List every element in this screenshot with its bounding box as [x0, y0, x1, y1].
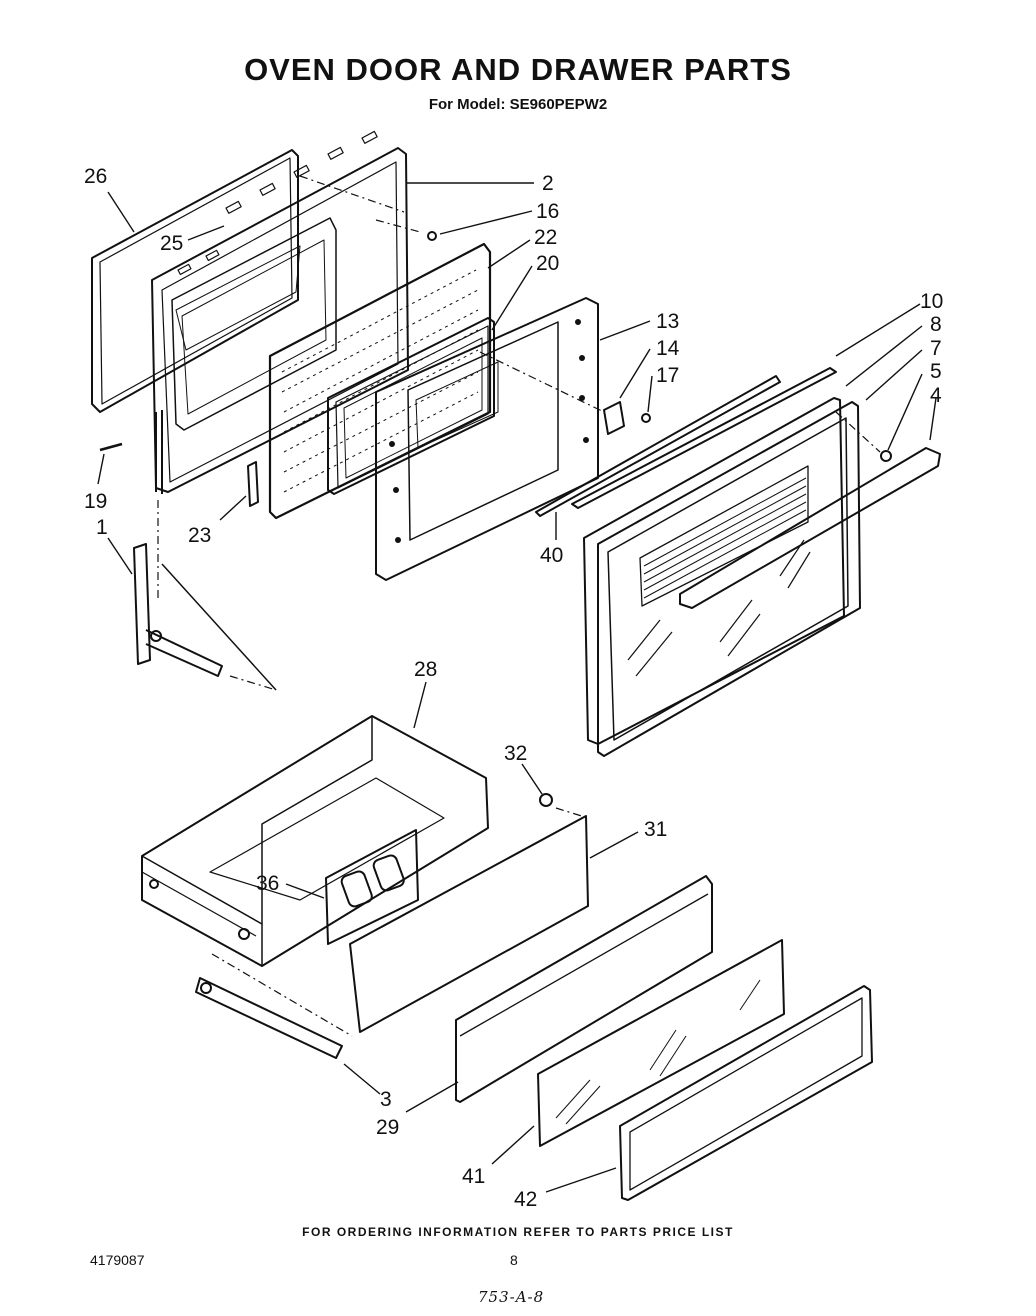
nut-32 — [539, 793, 553, 807]
handwritten-code: 753-A-8 — [478, 1288, 545, 1306]
callout-26: 26 — [84, 165, 107, 188]
insulation-22 — [268, 242, 492, 520]
page-title: OVEN DOOR AND DRAWER PARTS — [244, 52, 792, 87]
callout-32: 32 — [504, 742, 527, 765]
callout-8: 8 — [930, 313, 942, 336]
callout-41: 41 — [462, 1165, 485, 1188]
callout-10: 10 — [920, 290, 943, 313]
ordering-note: FOR ORDERING INFORMATION REFER TO PARTS … — [302, 1225, 734, 1239]
screw-19 — [99, 442, 123, 452]
drawer-bracket-36 — [325, 829, 419, 945]
document-number: 4179087 — [90, 1252, 145, 1268]
handle-clip-5 — [880, 450, 892, 462]
callout-4: 4 — [930, 384, 942, 407]
callout-40: 40 — [540, 544, 563, 567]
callout-19: 19 — [84, 490, 107, 513]
screw-16 — [427, 231, 437, 241]
drawer-slide-3 — [195, 977, 343, 1059]
trim-strip-10 — [571, 367, 837, 509]
callout-23: 23 — [188, 524, 211, 547]
callout-31: 31 — [644, 818, 667, 841]
model-subtitle: For Model: SE960PEPW2 — [428, 96, 608, 113]
drawer-front-29 — [455, 875, 713, 1103]
callout-42: 42 — [514, 1188, 537, 1211]
drawer-glass-41 — [537, 939, 785, 1147]
outer-door-8 — [583, 397, 845, 745]
callout-25: 25 — [160, 232, 183, 255]
callout-1: 1 — [96, 516, 108, 539]
door-gasket-26 — [91, 149, 299, 413]
bracket-23 — [247, 461, 259, 507]
callout-2: 2 — [542, 172, 554, 195]
door-handle-4 — [679, 447, 941, 609]
callout-29: 29 — [376, 1116, 399, 1139]
drawer-back-31 — [349, 815, 589, 1033]
hinge-bracket-14 — [603, 401, 625, 435]
callout-3: 3 — [380, 1088, 392, 1111]
drawer-trim-42 — [619, 985, 873, 1201]
callout-13: 13 — [656, 310, 679, 333]
callout-28: 28 — [414, 658, 437, 681]
door-hinge-1 — [133, 543, 223, 677]
callout-20: 20 — [536, 252, 559, 275]
callout-7: 7 — [930, 337, 942, 360]
page-number: 8 — [510, 1252, 518, 1268]
door-glass-pack-20 — [327, 317, 495, 495]
trim-strip-40 — [535, 375, 781, 517]
callout-5: 5 — [930, 360, 942, 383]
callout-36: 36 — [256, 872, 279, 895]
drawer-body-28 — [141, 715, 489, 967]
callout-16: 16 — [536, 200, 559, 223]
outer-door-frame-7 — [597, 401, 861, 757]
callout-14: 14 — [656, 337, 680, 360]
callout-17: 17 — [656, 364, 679, 387]
screw-17 — [641, 413, 651, 423]
callout-22: 22 — [534, 226, 557, 249]
